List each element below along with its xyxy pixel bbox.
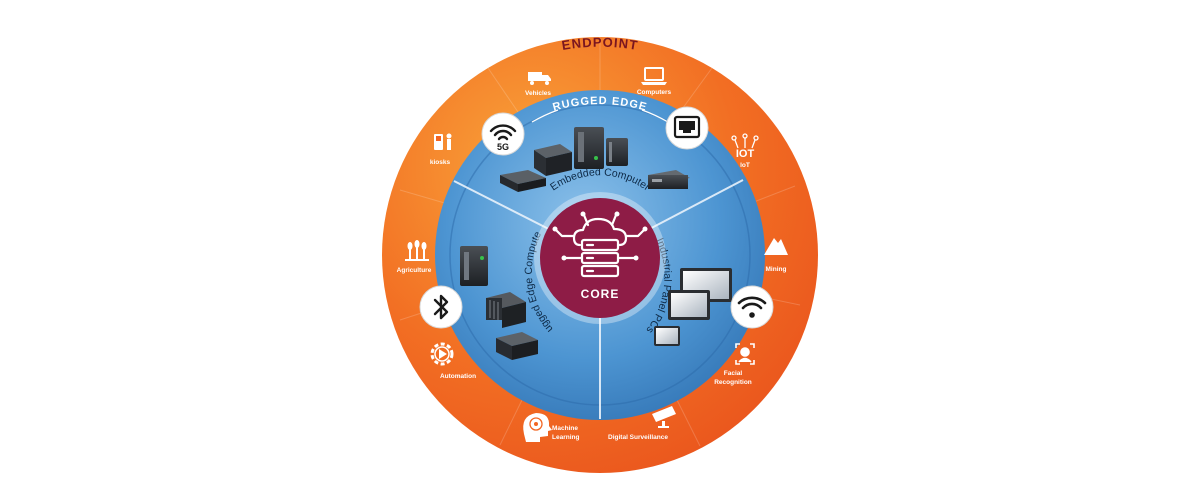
wifi-5g-icon bbox=[489, 124, 517, 141]
wifi-dot bbox=[749, 312, 755, 318]
five-g-text: 5G bbox=[497, 142, 509, 152]
device-embedded-rack bbox=[648, 170, 690, 189]
machine-learning-label-line2: Learning bbox=[552, 434, 579, 441]
brain-head-icon bbox=[523, 413, 552, 442]
device-embedded-tower bbox=[574, 127, 604, 169]
automation-label: Automation bbox=[440, 373, 476, 380]
bluetooth-badge bbox=[419, 285, 463, 329]
device-rugged-finned bbox=[486, 292, 526, 328]
endpoint-mining: Mining bbox=[764, 238, 788, 273]
endpoint-vehicles: Vehicles bbox=[525, 72, 551, 97]
facial-label-line1: Facial bbox=[724, 370, 743, 377]
endpoint-agriculture: Agriculture bbox=[397, 240, 432, 274]
core-title: CORE bbox=[581, 287, 620, 301]
wheat-icon bbox=[405, 240, 429, 261]
rugged-edge-arrow-left bbox=[531, 109, 559, 123]
gear-play-icon bbox=[430, 342, 454, 366]
device-embedded-slim bbox=[606, 138, 628, 166]
core-circle bbox=[540, 198, 660, 318]
kiosks-label: kiosks bbox=[430, 159, 451, 166]
vehicles-label: Vehicles bbox=[525, 90, 551, 97]
device-panel-small bbox=[654, 326, 680, 346]
device-rugged-box bbox=[496, 332, 538, 360]
endpoint-automation: Automation bbox=[430, 342, 476, 380]
ethernet-port-icon bbox=[673, 115, 701, 139]
mountain-icon bbox=[764, 238, 788, 255]
endpoint-kiosks: kiosks bbox=[430, 133, 452, 166]
wifi-badge bbox=[730, 285, 774, 329]
machine-learning-label-line1: Machine bbox=[552, 425, 578, 432]
device-embedded-flat bbox=[500, 170, 546, 192]
endpoint-facial-recognition: Facial Recognition bbox=[714, 343, 755, 386]
device-panel-medium bbox=[668, 290, 710, 320]
mining-label: Mining bbox=[766, 266, 787, 273]
endpoint-iot: IOT IoT bbox=[731, 133, 759, 169]
facial-label-line2: Recognition bbox=[714, 379, 752, 386]
endpoint-computers: Computers bbox=[637, 67, 672, 96]
iot-label: IoT bbox=[740, 162, 750, 169]
device-embedded-box bbox=[534, 144, 572, 176]
core-node-dots bbox=[552, 211, 648, 261]
iot-icon: IOT bbox=[731, 133, 759, 160]
cctv-camera-icon bbox=[652, 406, 676, 428]
svg-text:IOT: IOT bbox=[736, 148, 755, 160]
digital-surveillance-label: Digital Surveillance bbox=[608, 434, 668, 441]
truck-icon bbox=[528, 72, 551, 85]
wifi-5g-badge: 5G bbox=[481, 112, 525, 156]
bluetooth-icon bbox=[433, 294, 449, 320]
computers-label: Computers bbox=[637, 89, 672, 96]
laptop-icon bbox=[641, 67, 667, 85]
ethernet-badge bbox=[665, 106, 709, 150]
endpoint-digital-surveillance: Digital Surveillance bbox=[608, 406, 676, 441]
face-scan-icon bbox=[735, 343, 755, 365]
cloud-server-icon bbox=[554, 213, 646, 278]
device-rugged-tower bbox=[460, 246, 488, 286]
agriculture-label: Agriculture bbox=[397, 267, 432, 274]
kiosk-icon bbox=[434, 133, 452, 150]
wifi-icon bbox=[737, 296, 767, 310]
endpoint-machine-learning: Machine Learning bbox=[523, 413, 579, 442]
